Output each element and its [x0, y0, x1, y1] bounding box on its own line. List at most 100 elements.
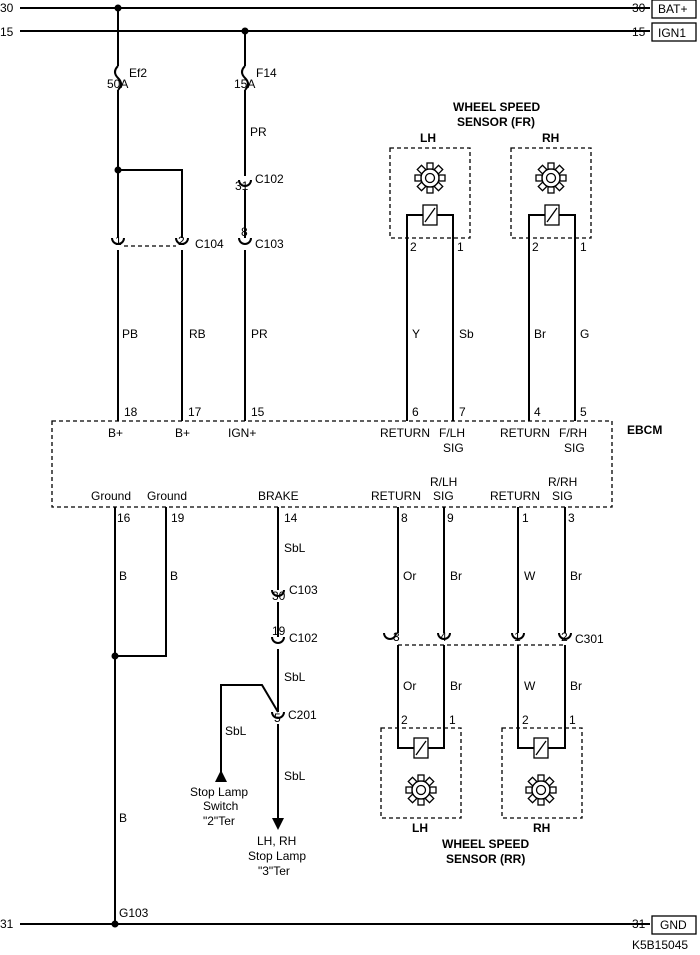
- front-lh-pin-1: 1: [457, 240, 464, 254]
- wire-color-br-4: Br: [570, 679, 582, 693]
- ebcm-pin-16: 16: [117, 511, 131, 525]
- wire-color-rb: RB: [189, 327, 206, 341]
- c301-pin-2: 2: [561, 630, 568, 644]
- stop-lamp-line-1: LH, RH: [257, 834, 296, 848]
- splice-ground: [111, 652, 119, 660]
- gear-icon: [535, 162, 567, 194]
- fuse-f14: F14 15A: [234, 31, 277, 91]
- ebcm-pin-8: 8: [401, 511, 408, 525]
- wire-color-b-1: B: [119, 569, 127, 583]
- ebcm-pin-4: 4: [534, 405, 541, 419]
- rear-sensor-lh-label: LH: [412, 821, 428, 835]
- wire-color-w-1: W: [524, 569, 536, 583]
- ign-rail: 15 15 IGN1: [0, 22, 697, 42]
- c103-label-top: C103: [255, 237, 284, 251]
- gnd-rail-right-number: 31: [632, 917, 646, 931]
- rear-rh-pin-1: 1: [569, 713, 576, 727]
- ebcm-label-ground-1: Ground: [91, 489, 131, 503]
- gear-icon: [414, 162, 446, 194]
- ebcm-label-flh-sig: SIG: [443, 441, 464, 455]
- gnd-rail: 31 31 GND: [0, 915, 697, 935]
- ebcm-label-bplus-1: B+: [108, 426, 123, 440]
- c104-pin-2: 2: [178, 234, 185, 248]
- coil-icon: [422, 204, 438, 226]
- ebcm-label-rrh-sig: SIG: [552, 489, 573, 503]
- gear-icon: [525, 774, 557, 806]
- gnd-rail-label: GND: [660, 918, 687, 932]
- ebcm-pin-7: 7: [459, 405, 466, 419]
- stop-switch-line-2: Switch: [203, 799, 238, 813]
- stop-lamp-line-2: Stop Lamp: [248, 849, 306, 863]
- ebcm-label-rrh: R/RH: [548, 475, 577, 489]
- bat-rail-box: [651, 0, 697, 19]
- rear-lh-pin-1: 1: [449, 713, 456, 727]
- ign-rail-box: [651, 22, 697, 42]
- c201-pin: 5: [274, 711, 281, 725]
- wire-color-sbl-1: SbL: [284, 541, 306, 555]
- fuse-ef2-id: Ef2: [129, 66, 147, 80]
- arrow-up-icon: [215, 770, 227, 782]
- rear-lh-sensor: 2 1: [380, 713, 462, 819]
- ebcm-label-ign: IGN+: [228, 426, 256, 440]
- c104-pin-1: 1: [115, 234, 122, 248]
- c301-pin-4: 4: [440, 630, 447, 644]
- bat-rail-label: BAT+: [658, 2, 687, 16]
- wire-color-sb: Sb: [459, 327, 474, 341]
- fuse-f14-id: F14: [256, 66, 277, 80]
- stop-switch-line-3: "2"Ter: [203, 814, 235, 828]
- connector-c201: 5 C201: [271, 708, 317, 725]
- front-lh-pin-2: 2: [410, 240, 417, 254]
- c102-pin-brake: 19: [272, 624, 286, 638]
- ebcm-label-return-rlh: RETURN: [371, 489, 421, 503]
- connector-c301: 3 4 1 2 C301: [383, 630, 604, 646]
- coil-icon: [533, 737, 549, 759]
- ebcm-pin-6: 6: [412, 405, 419, 419]
- ebcm-label-return-rrh: RETURN: [490, 489, 540, 503]
- ebcm-pin-18: 18: [124, 405, 138, 419]
- c103-pin-ign: 8: [241, 225, 248, 239]
- c102-label-bottom: C102: [289, 631, 318, 645]
- ebcm-label-bplus-2: B+: [175, 426, 190, 440]
- wire-color-sbl-3: SbL: [284, 769, 306, 783]
- ebcm-pin-1: 1: [522, 511, 529, 525]
- ebcm-label: EBCM: [627, 423, 662, 437]
- stop-lamp-label: LH, RH Stop Lamp "3"Ter: [248, 834, 306, 878]
- ebcm-label-brake: BRAKE: [258, 489, 299, 503]
- ebcm-label-frh: F/RH: [559, 426, 587, 440]
- coil-icon: [413, 737, 429, 759]
- c301-pin-1: 1: [514, 630, 521, 644]
- wire-color-or-1: Or: [403, 569, 416, 583]
- ign-rail-right-number: 15: [632, 25, 646, 39]
- wire-color-or-2: Or: [403, 679, 416, 693]
- ebcm-module: EBCM 18 17 15 6 7 4 5 B+ B+ IGN+ RETURN …: [51, 405, 662, 525]
- c104-label: C104: [195, 237, 224, 251]
- wire-color-pr: PR: [251, 327, 268, 341]
- wire-color-sbl-2: SbL: [284, 670, 306, 684]
- wire-color-br-3: Br: [450, 679, 462, 693]
- c301-label: C301: [575, 632, 604, 646]
- gnd-rail-box: [651, 915, 697, 935]
- connector-c103-ign: 8 C103: [238, 225, 284, 251]
- c201-label: C201: [288, 708, 317, 722]
- c103-pin-brake: 30: [272, 589, 286, 603]
- bat-rail: 30 30 BAT+: [0, 0, 697, 19]
- rear-lh-pin-2: 2: [401, 713, 408, 727]
- connector-c104: 1 2 C104: [111, 234, 224, 251]
- ground-point-g103: [111, 920, 119, 928]
- front-lh-sensor: 2 1: [389, 147, 471, 254]
- fuse-ef2-rating: 50A: [107, 77, 128, 91]
- front-sensor-title-2: SENSOR (FR): [457, 115, 535, 129]
- ebcm-pin-5: 5: [580, 405, 587, 419]
- wire-color-br-2: Br: [570, 569, 582, 583]
- connector-c102-brake: 19 C102: [271, 624, 318, 645]
- bat-rail-left-number: 30: [0, 1, 14, 15]
- stop-switch-line-1: Stop Lamp: [190, 785, 248, 799]
- c301-pin-3: 3: [393, 630, 400, 644]
- wire-color-w-2: W: [524, 679, 536, 693]
- rear-rh-pin-2: 2: [522, 713, 529, 727]
- c103-label-bottom: C103: [289, 583, 318, 597]
- connector-c103-brake: 30 C103: [271, 583, 318, 603]
- figure-code: K5B15045: [632, 938, 688, 952]
